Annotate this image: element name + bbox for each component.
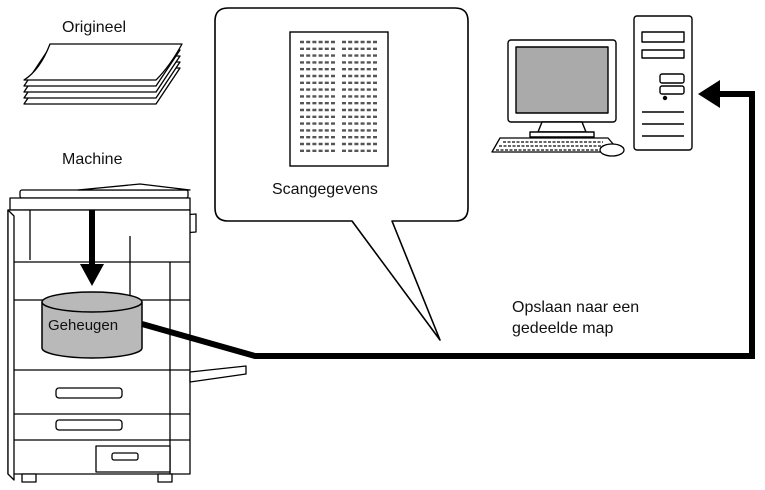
- save-destination-label: Opslaan naar een gedeelde map: [512, 297, 639, 339]
- scan-document-icon: [289, 31, 389, 167]
- computer-monitor-icon: [507, 39, 617, 138]
- memory-label: Geheugen: [48, 317, 119, 334]
- scan-data-label: Scangegevens: [272, 181, 378, 198]
- keyboard-icon: [491, 137, 621, 153]
- mouse-icon: [599, 143, 625, 157]
- save-label-line2: gedeelde map: [512, 320, 614, 337]
- scan-arrow: [80, 210, 104, 286]
- machine-label: Machine: [62, 151, 123, 168]
- memory-cylinder: [41, 291, 143, 359]
- computer-tower-icon: [633, 15, 693, 151]
- save-label-line1: Opslaan naar een: [512, 299, 640, 316]
- originals-label: Origineel: [62, 19, 127, 36]
- save-path-line: [141, 91, 755, 359]
- save-arrowhead: [698, 80, 720, 108]
- callout-balloon: [214, 7, 469, 341]
- originals-stack-icon: [23, 43, 183, 105]
